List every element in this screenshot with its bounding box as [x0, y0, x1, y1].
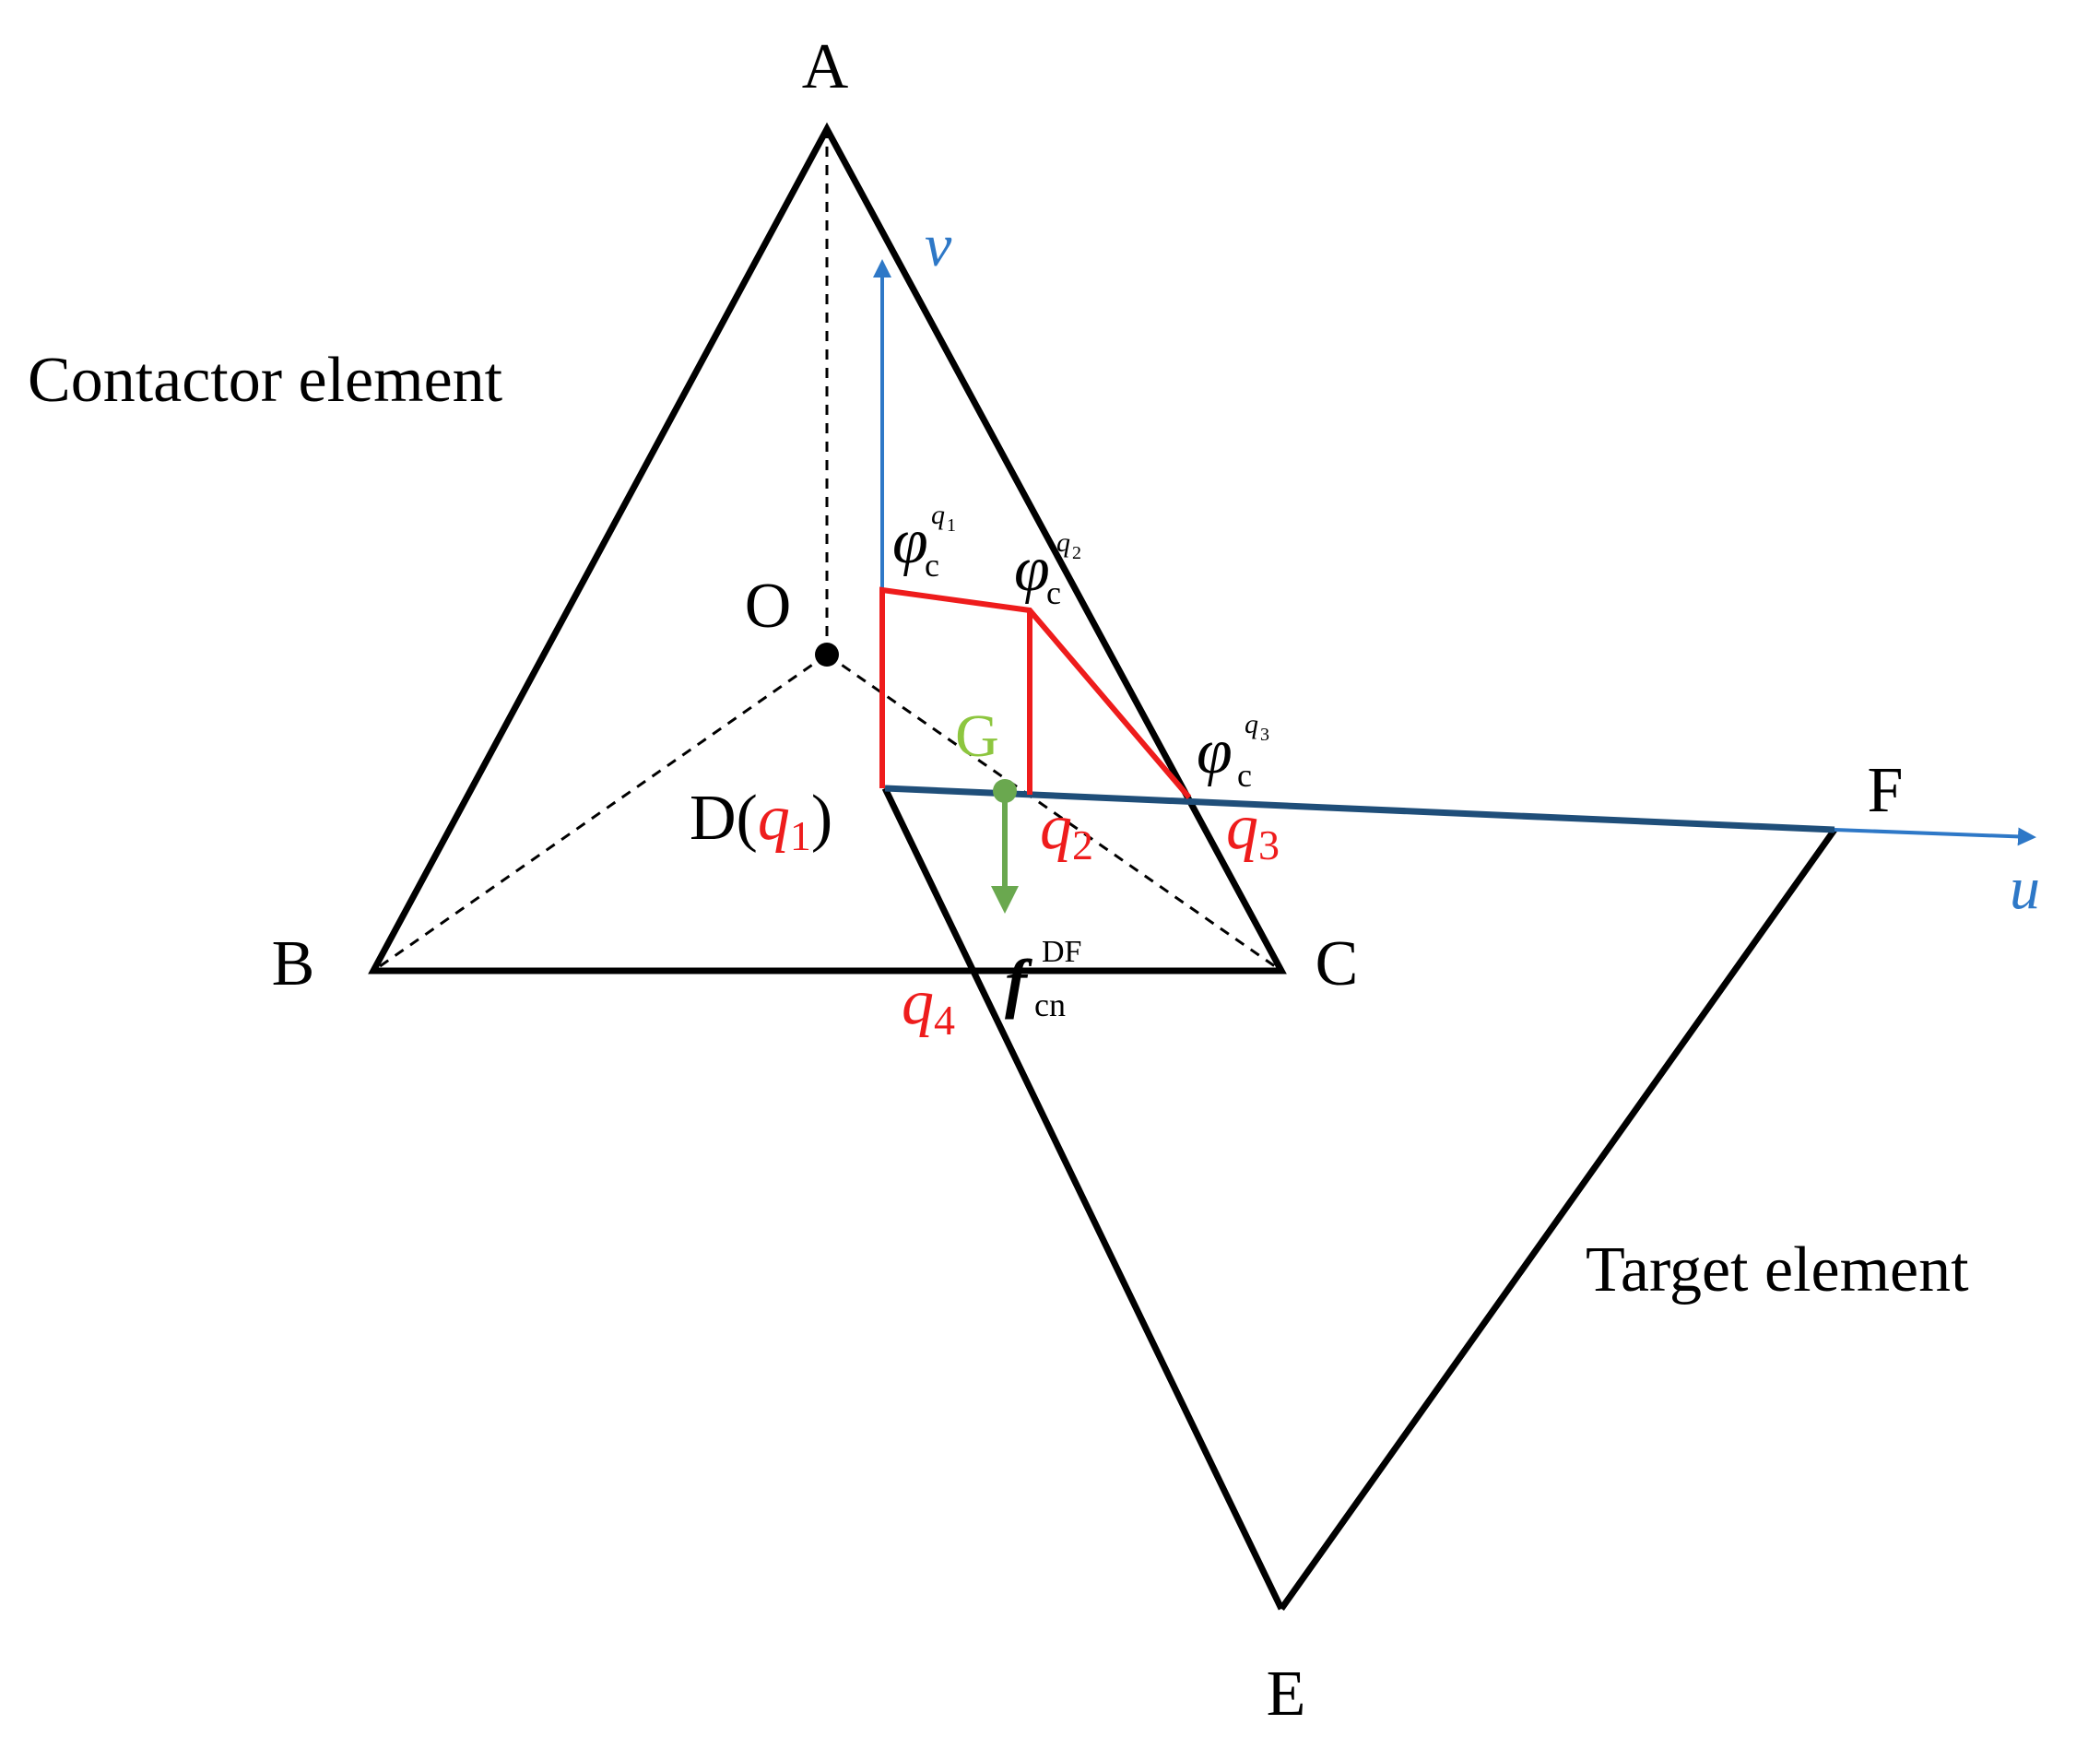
label-A: A [802, 31, 849, 102]
svg-text:q: q [931, 500, 945, 530]
label-D-q1: D(q1) [690, 783, 832, 859]
target-edge-DE [881, 786, 1285, 1611]
normal-force-label: f cn DF [1005, 935, 1081, 1023]
v-axis-label: v [925, 212, 952, 279]
svg-text:φ: φ [1014, 534, 1050, 605]
point-G-dot [993, 779, 1017, 803]
contactor-triangle [368, 122, 1287, 974]
target-edge-DF [884, 785, 1835, 833]
u-axis-label: u [2010, 855, 2040, 922]
label-E: E [1267, 1659, 1306, 1730]
label-q3: q3 [1226, 792, 1280, 868]
svg-text:2: 2 [1072, 543, 1081, 563]
svg-text:c: c [1237, 757, 1252, 794]
svg-text:3: 3 [1260, 725, 1269, 745]
svg-text:φ: φ [892, 506, 928, 577]
svg-text:q: q [1056, 527, 1070, 558]
contactor-element-label: Contactor element [28, 345, 503, 416]
potential-label-q3: φ c q 3 [1197, 709, 1269, 794]
svg-text:cn: cn [1034, 986, 1066, 1023]
label-O: O [745, 571, 792, 642]
potential-label-q2: φ c q 2 [1014, 527, 1081, 611]
label-q2: q2 [1040, 792, 1093, 868]
svg-text:f: f [1005, 946, 1032, 1020]
target-edge-EF [1279, 827, 1837, 1612]
u-axis [1834, 827, 2036, 846]
svg-text:DF: DF [1042, 935, 1081, 969]
label-q4: q4 [902, 967, 955, 1044]
dashed-line-OC [826, 653, 1282, 973]
target-element-label: Target element [1586, 1234, 1969, 1305]
centroid-O-dot [815, 643, 839, 667]
svg-text:1: 1 [947, 515, 956, 536]
svg-text:c: c [925, 547, 939, 584]
label-C: C [1315, 928, 1359, 999]
label-B: B [272, 928, 315, 999]
label-F: F [1868, 755, 1904, 826]
potential-curve [879, 586, 1192, 799]
svg-text:φ: φ [1197, 716, 1233, 787]
potential-label-q1: φ c q 1 [892, 500, 956, 584]
svg-text:c: c [1046, 574, 1061, 611]
svg-text:q: q [1245, 709, 1258, 739]
label-G: G [955, 703, 999, 770]
